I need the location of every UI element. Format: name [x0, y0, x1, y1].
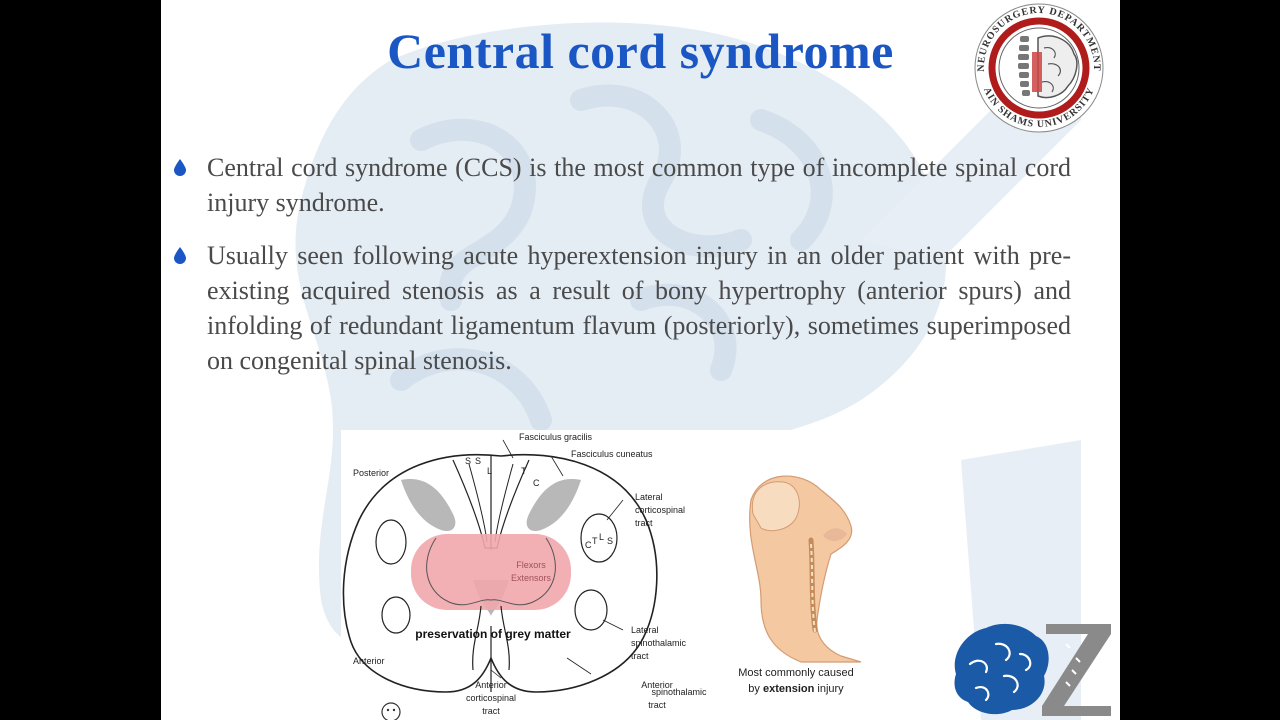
label-lateral-corticospinal-3: tract: [635, 518, 653, 528]
neurosurgery-department-seal: NEUROSURGERY DEPARTMENT AIN SHAMS UNIVER…: [974, 3, 1104, 133]
brain-z-logo: [954, 623, 1111, 716]
label-tract-s1: S: [465, 456, 471, 466]
label-lateral-corticospinal-1: Lateral: [635, 492, 663, 502]
small-face-icon: [381, 702, 401, 720]
label-preservation-grey-matter: preservation of grey matter: [415, 627, 571, 641]
figure-caption-line1: Most commonly caused: [738, 667, 854, 679]
label-tract-t: T: [521, 466, 527, 476]
bullet-item: Central cord syndrome (CCS) is the most …: [171, 150, 1071, 220]
label-fasciculus-gracilis: Fasciculus gracilis: [519, 432, 593, 442]
droplet-bullet-icon: [174, 159, 186, 176]
hyperextension-head-illustration: [749, 475, 862, 663]
slide: Central cord syndrome NEUROSURGERY DEPAR…: [161, 0, 1120, 720]
label-flexors: Flexors: [516, 560, 546, 570]
caption-suffix: injury: [814, 683, 844, 695]
bullet-text: Central cord syndrome (CCS) is the most …: [207, 153, 1071, 217]
bullet-item: Usually seen following acute hyperextens…: [171, 238, 1071, 378]
bullet-list: Central cord syndrome (CCS) is the most …: [171, 150, 1071, 396]
label-lateral-l: L: [599, 532, 604, 542]
caption-prefix: by: [748, 683, 763, 695]
bullet-text: Usually seen following acute hyperextens…: [207, 241, 1071, 375]
label-lateral-t: T: [592, 536, 598, 546]
slide-title: Central cord syndrome: [387, 23, 894, 79]
label-fasciculus-cuneatus: Fasciculus cuneatus: [571, 449, 653, 459]
label-tract-s2: S: [475, 456, 481, 466]
label-anterior-corticospinal-3: tract: [482, 706, 500, 716]
spinal-cord-cross-section-diagram: Fasciculus gracilis Fasciculus cuneatus …: [342, 432, 862, 720]
droplet-bullet-icon: [174, 247, 186, 264]
label-tract-c: C: [533, 478, 540, 488]
figure-caption-line2: by extension injury: [748, 683, 844, 695]
label-lateral-c: C: [585, 540, 592, 550]
label-lateral-spinothalamic-1: Lateral: [631, 625, 659, 635]
label-lateral-spinothalamic-3: tract: [631, 651, 649, 661]
label-anterior-corticospinal-1: Anterior: [475, 680, 507, 690]
label-anterior-corticospinal-2: corticospinal: [466, 693, 516, 703]
label-anterior: Anterior: [353, 656, 385, 666]
label-tract-l: L: [487, 466, 492, 476]
label-lateral-s: S: [607, 536, 613, 546]
caption-bold-word: extension: [763, 683, 815, 695]
spine-icon: [1018, 36, 1030, 96]
label-anterior-spinothalamic-2: spinothalamic: [651, 687, 707, 697]
label-lateral-corticospinal-2: corticospinal: [635, 505, 685, 515]
label-extensors: Extensors: [511, 573, 552, 583]
label-anterior-spinothalamic-3: tract: [648, 700, 666, 710]
label-lateral-spinothalamic-2: spinothalamic: [631, 638, 687, 648]
label-posterior: Posterior: [353, 468, 389, 478]
spinal-cord-figure: Fasciculus gracilis Fasciculus cuneatus …: [341, 430, 937, 720]
label-anterior-spinothalamic-1: Anterior: [641, 680, 673, 690]
